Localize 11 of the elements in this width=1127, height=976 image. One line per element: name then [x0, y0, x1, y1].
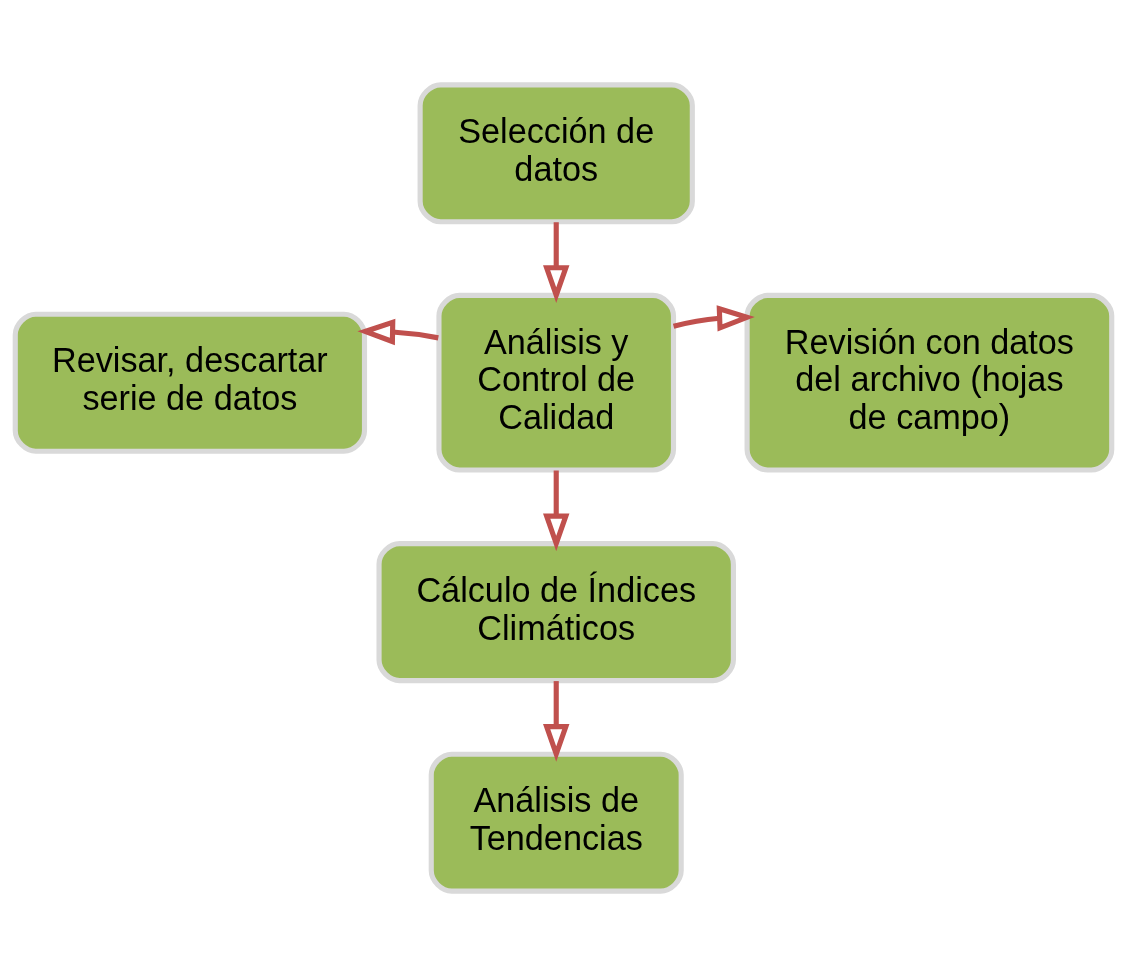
node-box: Análisis y Control de Calidad [436, 292, 677, 473]
node-box: Revisión con datos del archivo (hojas de campo) [744, 292, 1115, 473]
arrow [543, 681, 570, 762]
node-box: Análisis de Tendencias [428, 751, 684, 894]
node-box: Cálculo de Índices Climáticos [376, 541, 736, 684]
arrow [672, 305, 755, 332]
arrow [543, 470, 570, 552]
arrow [543, 222, 570, 303]
node-box: Revisar, descartar serie de datos [12, 311, 368, 454]
arrow [357, 318, 439, 346]
node-box: Selección de datos [417, 82, 695, 225]
